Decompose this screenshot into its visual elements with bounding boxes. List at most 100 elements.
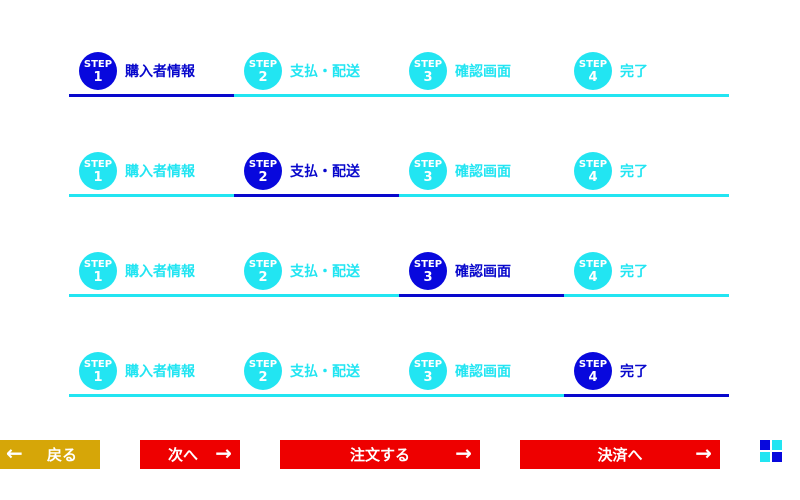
step-word: STEP xyxy=(413,158,443,170)
next-button[interactable]: 次へ → xyxy=(140,440,240,469)
arrow-left-icon: ← xyxy=(6,441,23,465)
step-label: 確認画面 xyxy=(455,363,511,380)
step-label: 完了 xyxy=(620,163,648,180)
step-word: STEP xyxy=(83,158,113,170)
step-number: 3 xyxy=(423,169,433,185)
grid-cell xyxy=(772,452,782,462)
step-word: STEP xyxy=(413,258,443,270)
step-label: 購入者情報 xyxy=(125,363,195,380)
step-word: STEP xyxy=(578,258,608,270)
step-label: 支払・配送 xyxy=(290,63,360,80)
step-number: 2 xyxy=(258,369,268,385)
step-number: 4 xyxy=(588,69,598,85)
step-label: 確認画面 xyxy=(455,263,511,280)
step-label: 支払・配送 xyxy=(290,263,360,280)
step-label: 購入者情報 xyxy=(125,163,195,180)
step-number: 2 xyxy=(258,269,268,285)
grid-cell xyxy=(760,440,770,450)
arrow-right-icon: → xyxy=(695,441,712,465)
step-number: 1 xyxy=(93,69,103,85)
step-label: 確認画面 xyxy=(455,63,511,80)
step-number: 2 xyxy=(258,69,268,85)
step-number: 3 xyxy=(423,69,433,85)
step-number: 3 xyxy=(423,269,433,285)
step-label: 完了 xyxy=(620,63,648,80)
place-order-button-label: 注文する xyxy=(349,446,410,464)
step-label: 支払・配送 xyxy=(290,163,360,180)
step-word: STEP xyxy=(83,258,113,270)
step-word: STEP xyxy=(248,258,278,270)
step-word: STEP xyxy=(248,158,278,170)
step-word: STEP xyxy=(248,58,278,70)
step-number: 2 xyxy=(258,169,268,185)
back-button[interactable]: ← 戻る xyxy=(0,440,100,469)
grid-view-icon[interactable] xyxy=(760,440,782,462)
arrow-right-icon: → xyxy=(215,441,232,465)
step-label: 購入者情報 xyxy=(125,63,195,80)
step-word: STEP xyxy=(413,358,443,370)
step-number: 4 xyxy=(588,269,598,285)
step-word: STEP xyxy=(413,58,443,70)
step-number: 3 xyxy=(423,369,433,385)
step-word: STEP xyxy=(578,158,608,170)
step-word: STEP xyxy=(83,358,113,370)
step-label: 支払・配送 xyxy=(290,363,360,380)
step-word: STEP xyxy=(248,358,278,370)
step-label: 確認画面 xyxy=(455,163,511,180)
next-button-label: 次へ xyxy=(167,446,198,464)
step-word: STEP xyxy=(83,58,113,70)
grid-cell xyxy=(760,452,770,462)
grid-cell xyxy=(772,440,782,450)
step-label: 完了 xyxy=(620,263,648,280)
step-word: STEP xyxy=(578,358,608,370)
place-order-button[interactable]: 注文する → xyxy=(280,440,480,469)
step-number: 4 xyxy=(588,369,598,385)
back-button-label: 戻る xyxy=(46,446,77,464)
arrow-right-icon: → xyxy=(455,441,472,465)
step-number: 4 xyxy=(588,169,598,185)
step-label: 完了 xyxy=(620,363,648,380)
step-number: 1 xyxy=(93,169,103,185)
step-label: 購入者情報 xyxy=(125,263,195,280)
proceed-to-payment-button[interactable]: 決済へ → xyxy=(520,440,720,469)
step-number: 1 xyxy=(93,369,103,385)
step-word: STEP xyxy=(578,58,608,70)
proceed-to-payment-button-label: 決済へ xyxy=(597,446,643,464)
